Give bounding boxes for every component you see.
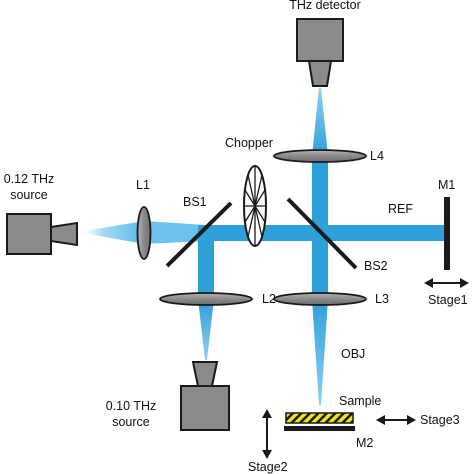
stage1: Stage1 bbox=[424, 278, 469, 307]
label-l4: L4 bbox=[370, 149, 384, 163]
source-012-horn bbox=[50, 221, 78, 247]
stage3-arrow-right-head bbox=[407, 415, 416, 425]
bs1-plate bbox=[165, 201, 233, 268]
source-010-body bbox=[180, 385, 230, 431]
mirror-m1: M1 bbox=[438, 178, 455, 270]
detector-body bbox=[296, 18, 344, 62]
thz-source-012: 0.12 THz source bbox=[4, 172, 78, 255]
stage3-arrow-left-head bbox=[376, 415, 385, 425]
label-chopper: Chopper bbox=[225, 136, 273, 150]
stage1-arrow-left-head bbox=[424, 278, 433, 288]
label-m2: M2 bbox=[356, 436, 373, 450]
source-012-body bbox=[6, 213, 52, 255]
label-source-010-line2: source bbox=[112, 415, 150, 429]
stage1-arrow-right-head bbox=[460, 278, 469, 288]
lens-l4-shape bbox=[273, 149, 367, 163]
label-ref: REF bbox=[388, 202, 413, 216]
stage3: Stage3 bbox=[376, 413, 460, 427]
sample-body bbox=[285, 412, 354, 424]
lens-l2: L2 bbox=[159, 292, 276, 306]
m1-plate bbox=[444, 197, 450, 270]
sample: Sample bbox=[285, 394, 381, 424]
label-stage1: Stage1 bbox=[428, 293, 468, 307]
chopper-blades bbox=[244, 166, 266, 246]
label-stage2: Stage2 bbox=[248, 460, 288, 474]
lens-l3-shape bbox=[273, 292, 367, 306]
stage2: Stage2 bbox=[248, 409, 288, 474]
label-source-010-line1: 0.10 THz bbox=[106, 399, 157, 413]
beam-splitter-bs1: BS1 bbox=[165, 195, 233, 268]
label-source-012-line1: 0.12 THz bbox=[4, 172, 55, 186]
beam-splitter-bs2: BS2 bbox=[286, 197, 388, 273]
beam-l1-to-bs1 bbox=[144, 221, 205, 244]
mirror-m2: M2 bbox=[284, 426, 373, 450]
thz-source-010: 0.10 THz source bbox=[106, 361, 230, 431]
beam-bs1-to-l2 bbox=[198, 225, 214, 299]
stage2-arrow-down-head bbox=[262, 450, 272, 459]
label-l3: L3 bbox=[375, 292, 389, 306]
label-bs2: BS2 bbox=[364, 259, 388, 273]
beam-l3-to-sample bbox=[312, 299, 328, 405]
beam-l4-to-l3 bbox=[312, 156, 328, 299]
label-thz-detector: THz detector bbox=[289, 0, 361, 12]
label-l1: L1 bbox=[136, 178, 150, 192]
detector-horn bbox=[307, 60, 333, 87]
lens-l3: L3 bbox=[273, 292, 389, 306]
label-sample: Sample bbox=[339, 394, 381, 408]
beam-012-source-cone bbox=[78, 221, 144, 244]
beam-l4-to-detector bbox=[312, 88, 328, 156]
stage2-arrow-up-head bbox=[262, 409, 272, 418]
lens-l1: L1 bbox=[136, 178, 152, 260]
lens-l2-shape bbox=[159, 292, 253, 306]
m2-plate bbox=[284, 426, 355, 431]
lens-l1-shape bbox=[136, 206, 152, 260]
thz-detector: THz detector bbox=[289, 0, 361, 87]
bs2-plate bbox=[286, 197, 358, 270]
label-m1: M1 bbox=[438, 178, 455, 192]
label-stage3: Stage3 bbox=[420, 413, 460, 427]
chopper: Chopper bbox=[225, 136, 273, 247]
label-obj: OBJ bbox=[341, 347, 365, 361]
label-source-012-line2: source bbox=[10, 188, 48, 202]
label-l2: L2 bbox=[262, 292, 276, 306]
beam-l2-to-source-010 bbox=[198, 299, 214, 360]
source-010-horn bbox=[191, 361, 219, 387]
label-bs1: BS1 bbox=[183, 195, 207, 209]
lens-l4: L4 bbox=[273, 149, 384, 163]
